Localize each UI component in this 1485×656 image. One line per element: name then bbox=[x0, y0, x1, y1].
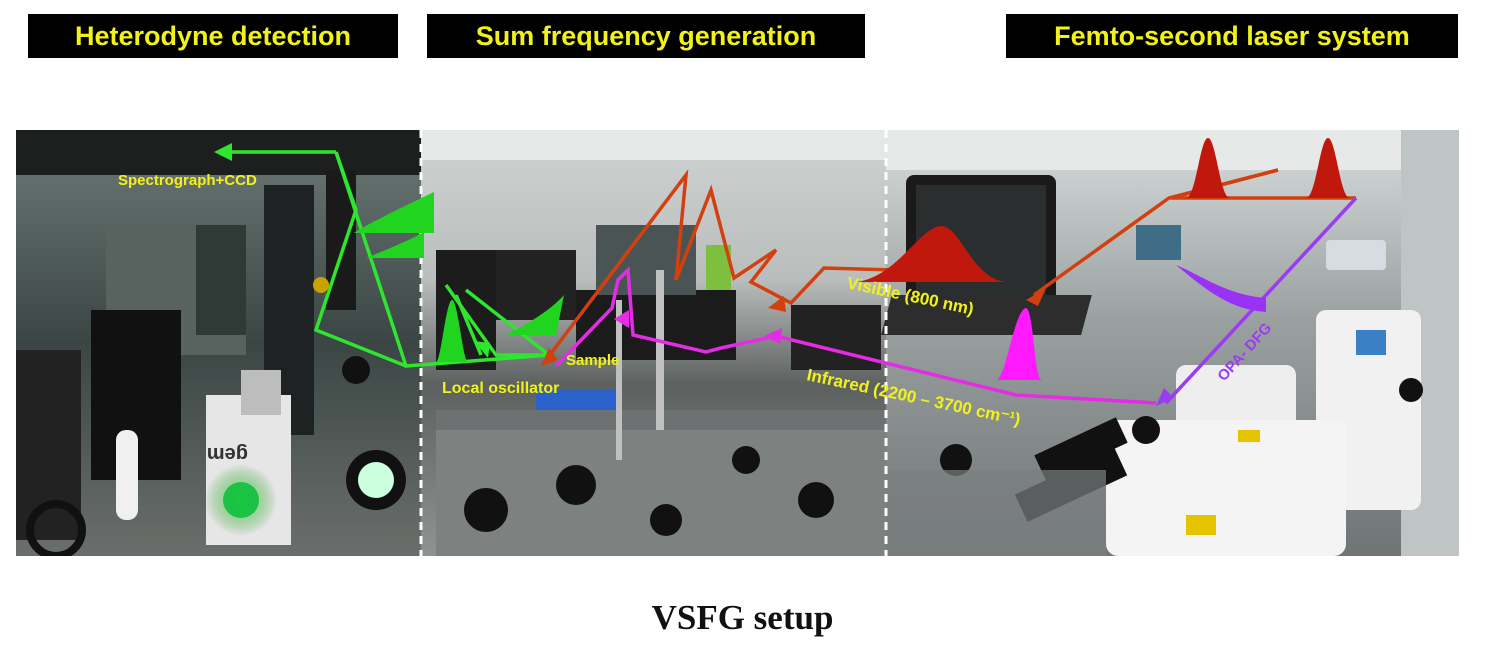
spectrograph-ccd-label: Spectrograph+CCD bbox=[118, 172, 257, 189]
visible-arrowhead-1 bbox=[1026, 288, 1046, 306]
gem-logo: gem bbox=[207, 443, 248, 465]
green-pulse-2 bbox=[366, 232, 424, 258]
green-pulse-4 bbox=[506, 295, 564, 335]
figure-caption: VSFG setup bbox=[651, 598, 834, 637]
magenta-pulse bbox=[996, 308, 1042, 380]
green-pulse-3 bbox=[436, 300, 468, 362]
visible-arrowhead-2 bbox=[768, 296, 786, 312]
heterodyne-photo: gem bbox=[16, 130, 421, 556]
local-oscillator-label: Local oscillator bbox=[442, 380, 559, 397]
infrared-arrowhead-2 bbox=[764, 328, 782, 344]
sfg-photo bbox=[421, 130, 886, 556]
opa-arrowhead bbox=[1156, 388, 1174, 406]
red-pulse-1 bbox=[1186, 138, 1230, 198]
heterodyne-detection-label: Heterodyne detection bbox=[28, 14, 398, 58]
infrared-beam bbox=[554, 266, 1157, 405]
sample-label: Sample bbox=[566, 352, 619, 369]
laser-photo bbox=[881, 130, 1459, 556]
femtosecond-laser-system-label: Femto-second laser system bbox=[1006, 14, 1458, 58]
sfg-arrowhead-lo bbox=[474, 341, 490, 358]
green-pulse-1 bbox=[354, 192, 434, 233]
red-pulse-large bbox=[856, 226, 1006, 282]
red-pulse-2 bbox=[1306, 138, 1350, 198]
infrared-arrowhead-1 bbox=[614, 310, 629, 328]
lab-photo-panel: gem bbox=[16, 130, 1459, 556]
violet-pulse bbox=[1176, 265, 1266, 312]
sfg-signal-beam bbox=[226, 150, 551, 368]
sfg-arrowhead bbox=[214, 143, 232, 161]
sum-frequency-generation-label: Sum frequency generation bbox=[427, 14, 865, 58]
visible-arrowhead-3 bbox=[541, 348, 558, 366]
